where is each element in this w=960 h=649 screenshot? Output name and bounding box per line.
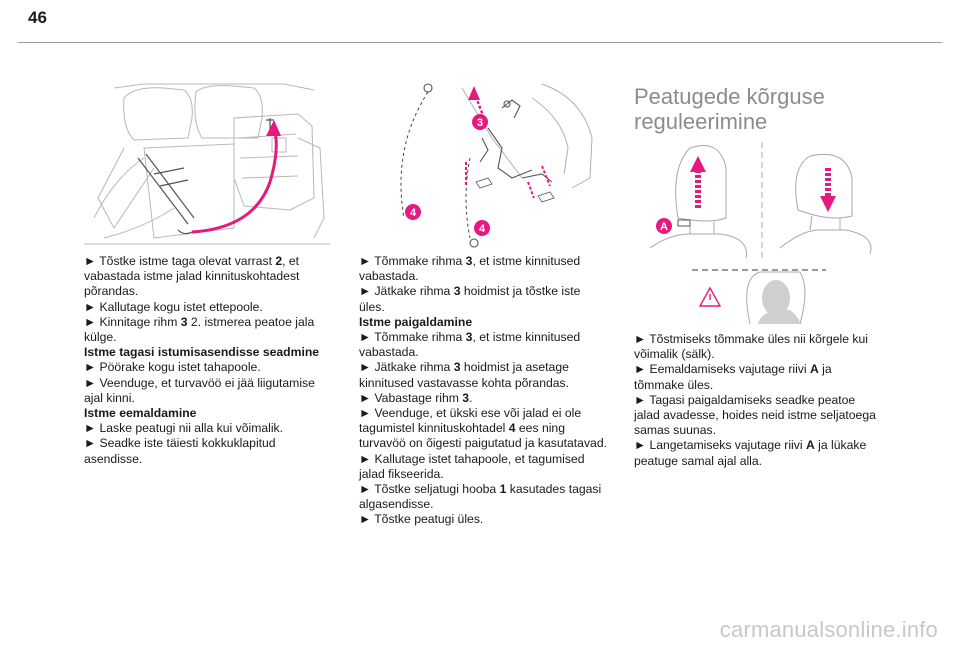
figure-label-A: A [660, 221, 668, 233]
headrest-adjust-illustration: A [650, 142, 872, 325]
figure-label-4b: 4 [479, 223, 486, 235]
column-2-text: ► Tõmmake rihma 3, et istme kinnitused v… [359, 254, 609, 528]
instruction-step: ► Langetamiseks vajutage riivi A ja lüka… [634, 438, 867, 468]
column-3-text: ► Tõstmiseks tõmmake üles nii kõrgele ku… [634, 332, 884, 469]
instruction-step: ► Kallutage kogu istet ettepoole. [84, 299, 263, 314]
header-rule [18, 42, 942, 43]
instruction-step: ► Veenduge, et ükski ese või jalad ei ol… [359, 406, 607, 451]
seat-anchorage-illustration: 3 4 4 [400, 83, 593, 248]
instruction-step: ► Tõstke peatugi üles. [359, 512, 484, 527]
instruction-step: ► Eemaldamiseks vajutage riivi A ja tõmm… [634, 362, 832, 392]
instruction-step: ► Tagasi paigaldamiseks seadke peatoe ja… [634, 392, 876, 438]
instruction-step: ► Veenduge, et turvavöö ei jää liigutami… [84, 375, 315, 405]
instruction-step: ► Pöörake kogu istet tahapoole. [84, 360, 261, 375]
figure-label-4a: 4 [410, 207, 417, 219]
figure-label-3: 3 [477, 117, 483, 129]
column-1-text: ► Tõstke istme taga olevat varrast 2, et… [84, 254, 334, 467]
footer-watermark: carmanualsonline.info [719, 617, 938, 642]
instruction-step: ► Tõstke istme taga olevat varrast 2, et… [84, 254, 300, 299]
subheading: Istme tagasi istumisasendisse seadmine [84, 345, 320, 360]
instruction-step: ► Kallutage istet tahapoole, et tagumise… [359, 451, 585, 481]
instruction-step: ► Tõmmake rihma 3, et istme kinnitused v… [359, 254, 581, 284]
instruction-step: ► Kinnitage rihm 3 2. istmerea peatoe ja… [84, 314, 315, 345]
subheading: Istme eemaldamine [84, 406, 197, 421]
instruction-step: ► Vabastage rihm 3. [359, 390, 473, 405]
instruction-step: ► Laske peatugi nii alla kui võimalik. [84, 421, 284, 436]
instruction-step: ► Jätkake rihma 3 hoidmist ja asetage ki… [359, 360, 570, 390]
seat-tilt-illustration [84, 83, 330, 245]
instruction-step: ► Tõstmiseks tõmmake üles nii kõrgele ku… [634, 332, 869, 362]
section-title: Peatugede kõrguse reguleerimine [634, 84, 825, 134]
instruction-step: ► Jätkake rihma 3 hoidmist ja tõstke ist… [359, 284, 581, 314]
instruction-step: ► Tõmmake rihma 3, et istme kinnitused v… [359, 330, 581, 360]
page-number: 46 [28, 8, 47, 27]
instruction-step: ► Seadke iste täiesti kokkuklapitud asen… [84, 436, 276, 466]
subheading: Istme paigaldamine [359, 314, 473, 329]
instruction-step: ► Tõstke seljatugi hooba 1 kasutades tag… [359, 482, 602, 512]
